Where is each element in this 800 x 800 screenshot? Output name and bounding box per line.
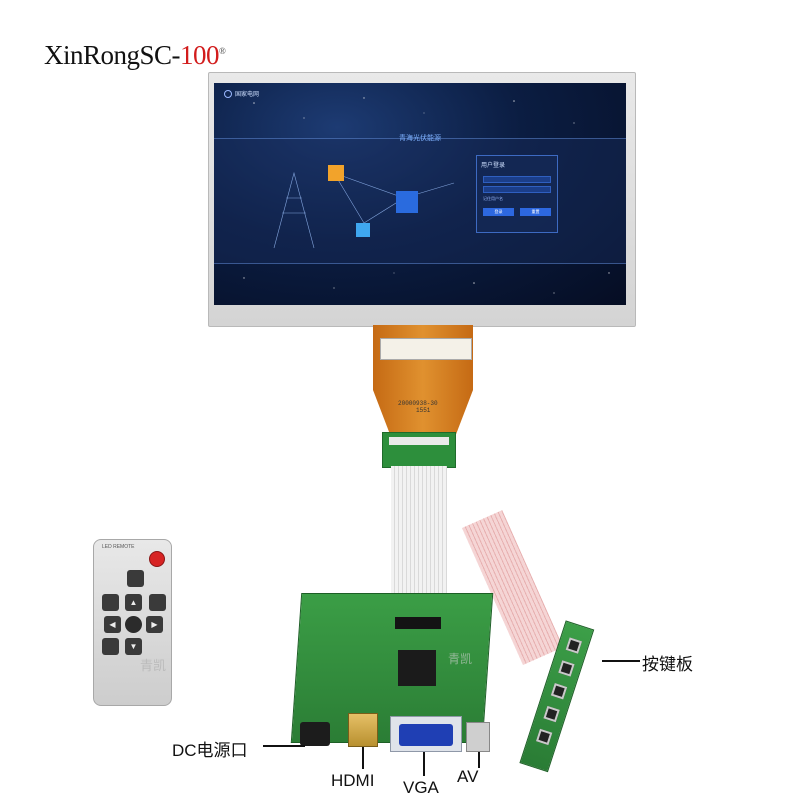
keypad-button[interactable] (550, 683, 568, 700)
hdmi-port (348, 713, 378, 747)
starfield (243, 97, 610, 294)
network-graphic (273, 165, 455, 249)
av-label: AV (457, 767, 479, 786)
reset-button[interactable]: 重置 (520, 208, 551, 216)
keypad-button[interactable] (535, 728, 553, 746)
small-key-bottom-left[interactable] (102, 638, 119, 655)
brand-name: XinRongSC- (44, 40, 181, 70)
down-arrow-button[interactable]: ▼ (125, 638, 142, 655)
keypad-button[interactable] (565, 637, 583, 654)
right-arrow-button[interactable]: ▶ (146, 616, 163, 633)
left-arrow-button[interactable]: ◀ (104, 616, 121, 633)
small-key-right[interactable] (149, 594, 166, 611)
main-chip (398, 650, 436, 686)
cube-lightblue-icon (356, 223, 370, 237)
dc-leader-line (263, 745, 305, 747)
remote-watermark: 青凯 (140, 658, 167, 673)
remember-checkbox[interactable]: 记住用户名 (483, 196, 503, 201)
remote-label: LED REMOTE (102, 544, 135, 550)
lcd-screen: 国家电网 青海光伏能源 用户登录 记住用户名 登录 重置 (214, 83, 626, 305)
vga-label: VGA (403, 778, 439, 797)
vga-port-inner (399, 724, 453, 746)
hdmi-leader-line (362, 747, 364, 769)
login-title: 用户登录 (481, 163, 506, 169)
menu-button[interactable] (127, 570, 144, 587)
flex-code-main: 20000938-30 (398, 400, 438, 407)
screen-title: 青海光伏能源 (399, 135, 441, 142)
flex-sticker (380, 338, 472, 360)
remote-control: LED REMOTE ▲ ◀ ▶ ▼ 青凯 (93, 539, 172, 706)
keypad-label: 按键板 (642, 655, 693, 674)
av-port (466, 722, 490, 752)
power-button[interactable] (149, 551, 165, 567)
login-panel: 用户登录 记住用户名 登录 重置 (476, 155, 558, 233)
dc-label: DC电源口 (172, 741, 248, 760)
vga-leader-line (423, 752, 425, 776)
dc-power-jack (300, 722, 330, 746)
adapter-connector (389, 437, 449, 445)
lcd-monitor: 国家电网 青海光伏能源 用户登录 记住用户名 登录 重置 (208, 72, 636, 327)
screen-logo: 国家电网 (224, 89, 259, 98)
username-field[interactable] (483, 176, 551, 183)
flex-code: 20000938-30 1551 (398, 400, 438, 414)
keypad-button[interactable] (558, 660, 575, 677)
password-field[interactable] (483, 186, 551, 193)
hdmi-label: HDMI (331, 771, 375, 790)
white-ribbon-cable (391, 466, 447, 594)
ok-button[interactable] (125, 616, 142, 633)
small-key-left[interactable] (102, 594, 119, 611)
adapter-board (382, 432, 456, 468)
board-header-connector (395, 617, 441, 629)
login-button[interactable]: 登录 (483, 208, 514, 216)
cube-blue-icon (396, 191, 418, 213)
registered-mark: ® (219, 46, 226, 56)
av-leader-line (478, 752, 480, 768)
vga-port (390, 716, 462, 752)
screen-logo-text: 国家电网 (235, 92, 260, 98)
flex-code-sub: 1551 (416, 407, 431, 414)
brand-logo: XinRongSC-100® (44, 40, 226, 71)
brand-number: 100 (180, 40, 220, 70)
state-grid-icon (224, 89, 232, 98)
cube-orange-icon (328, 165, 344, 181)
keypad-button[interactable] (543, 705, 560, 723)
keypad-leader-line (602, 660, 640, 662)
up-arrow-button[interactable]: ▲ (125, 594, 142, 611)
board-watermark: 青凯 (448, 652, 473, 666)
